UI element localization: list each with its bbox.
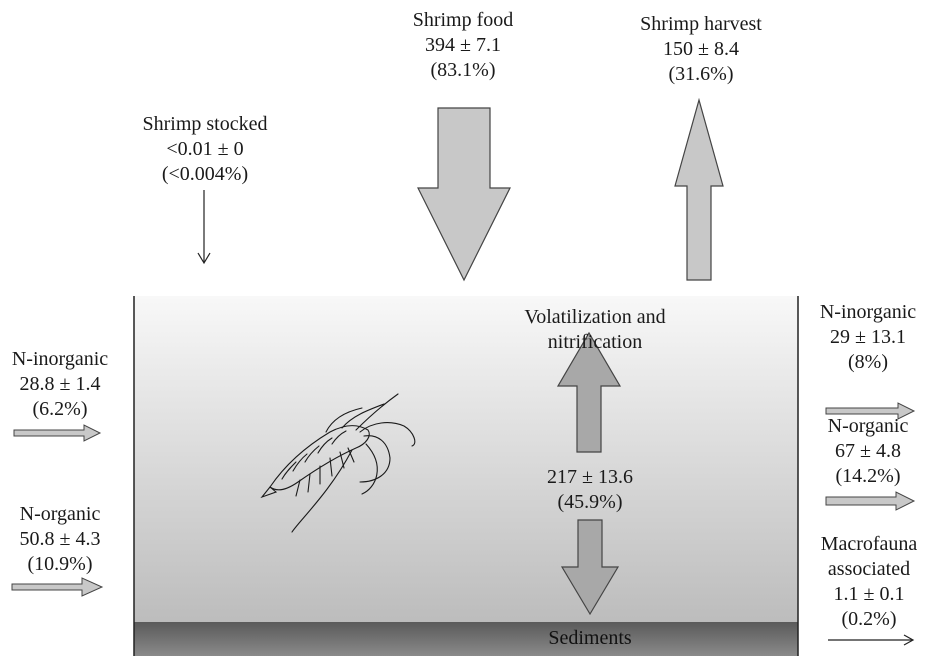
inflow-organic-title: N-organic [0,502,120,527]
macrofauna-value: 1.1 ± 0.1 [808,582,930,607]
outflow-inorganic-label: N-inorganic 29 ± 13.1 (8%) [808,300,928,375]
outflow-inorganic-value: 29 ± 13.1 [808,325,928,350]
shrimp-stocked-arrow [198,190,210,263]
inflow-inorganic-percent: (6.2%) [0,397,120,422]
sediment-layer [134,622,798,656]
shrimp-harvest-arrow [675,100,723,280]
shrimp-harvest-label: Shrimp harvest 150 ± 8.4 (31.6%) [616,12,786,87]
pond-water [134,296,798,624]
shrimp-harvest-value: 150 ± 8.4 [616,37,786,62]
inflow-organic-label: N-organic 50.8 ± 4.3 (10.9%) [0,502,120,577]
shrimp-stocked-percent: (<0.004%) [120,162,290,187]
macrofauna-line1: Macrofauna [808,532,930,557]
volatilization-line1: Volatilization and [500,305,690,330]
inflow-organic-percent: (10.9%) [0,552,120,577]
shrimp-stocked-label: Shrimp stocked <0.01 ± 0 (<0.004%) [120,112,290,187]
inflow-organic-value: 50.8 ± 4.3 [0,527,120,552]
shrimp-food-percent: (83.1%) [388,58,538,83]
macrofauna-percent: (0.2%) [808,607,930,632]
shrimp-stocked-title: Shrimp stocked [120,112,290,137]
outflow-organic-percent: (14.2%) [808,464,928,489]
volatilization-label: Volatilization and nitrification [500,305,690,355]
outflow-organic-label: N-organic 67 ± 4.8 (14.2%) [808,414,928,489]
sediment-flux-value: 217 ± 13.6 [510,465,670,490]
macrofauna-label: Macrofauna associated 1.1 ± 0.1 (0.2%) [808,532,930,632]
shrimp-food-label: Shrimp food 394 ± 7.1 (83.1%) [388,8,538,83]
sediment-flux-percent: (45.9%) [510,490,670,515]
inflow-inorganic-title: N-inorganic [0,347,120,372]
macrofauna-arrow [828,635,913,645]
outflow-inorganic-percent: (8%) [808,350,928,375]
sediment-flux-label: 217 ± 13.6 (45.9%) [510,465,670,515]
shrimp-harvest-percent: (31.6%) [616,62,786,87]
shrimp-stocked-value: <0.01 ± 0 [120,137,290,162]
inflow-inorganic-arrow [14,425,100,441]
shrimp-food-title: Shrimp food [388,8,538,33]
outflow-organic-arrow [826,492,914,510]
inflow-inorganic-value: 28.8 ± 1.4 [0,372,120,397]
sediments-label: Sediments [500,626,680,651]
shrimp-food-arrow [418,108,510,280]
outflow-organic-value: 67 ± 4.8 [808,439,928,464]
volatilization-line2: nitrification [500,330,690,355]
shrimp-harvest-title: Shrimp harvest [616,12,786,37]
macrofauna-line2: associated [808,557,930,582]
outflow-organic-title: N-organic [808,414,928,439]
shrimp-food-value: 394 ± 7.1 [388,33,538,58]
inflow-organic-arrow [12,578,102,596]
inflow-inorganic-label: N-inorganic 28.8 ± 1.4 (6.2%) [0,347,120,422]
outflow-inorganic-title: N-inorganic [808,300,928,325]
